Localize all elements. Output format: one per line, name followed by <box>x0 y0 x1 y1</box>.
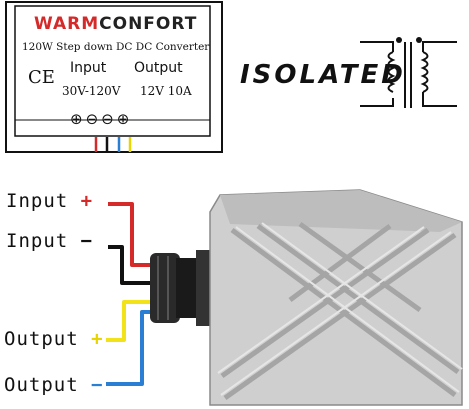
input-minus-wire <box>108 245 160 285</box>
output-header: Output <box>134 60 183 76</box>
terminal-symbols: ⊕⊖⊖⊕ <box>70 110 133 128</box>
input-value: 30V-120V <box>62 84 121 98</box>
converter-label-drawing: WARMCONFORT 120W Step down DC DC Convert… <box>4 0 224 160</box>
output-value: 12V 10A <box>140 84 192 98</box>
output-minus-wire <box>106 310 160 386</box>
output-plus-wire <box>106 300 160 342</box>
cable-gland <box>150 250 210 326</box>
transformer-icon <box>360 37 457 108</box>
input-minus-label: Input − <box>6 230 94 252</box>
input-plus-label: Input + <box>6 190 94 212</box>
isolated-label: ISOLATED <box>240 60 406 90</box>
brand-logo: WARMCONFORT <box>34 14 198 34</box>
output-plus-label: Output + <box>4 328 104 350</box>
module-subtitle: 120W Step down DC DC Converter <box>22 41 210 53</box>
output-minus-label: Output − <box>4 374 104 396</box>
module-outline <box>5 1 223 153</box>
input-header: Input <box>70 60 107 76</box>
input-plus-wire <box>108 202 160 267</box>
ce-mark: CE <box>28 67 55 88</box>
converter-housing <box>209 189 463 406</box>
